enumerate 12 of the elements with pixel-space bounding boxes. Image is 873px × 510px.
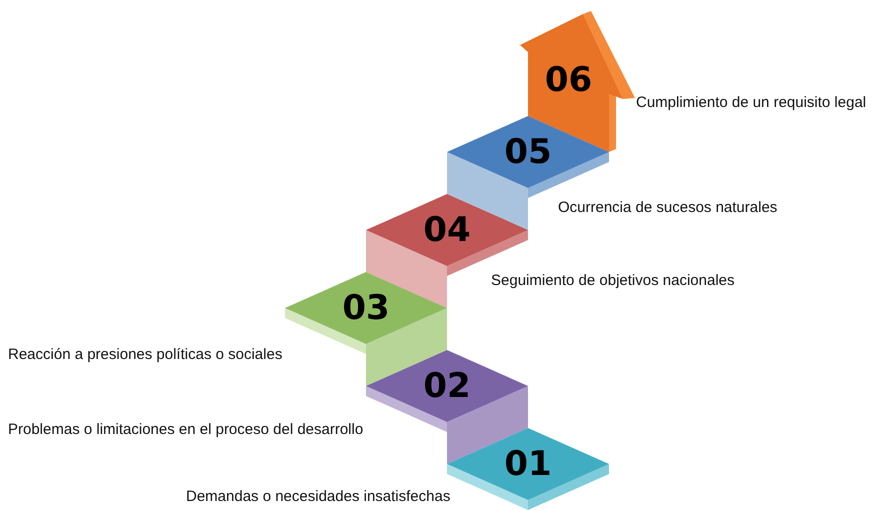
step-number: 06 <box>544 63 592 97</box>
step-description: Reacción a presiones políticas o sociales <box>8 346 282 364</box>
step-number: 02 <box>423 369 471 403</box>
step-description: Ocurrencia de sucesos naturales <box>558 199 778 217</box>
step-description: Demandas o necesidades insatisfechas <box>186 488 450 506</box>
step-description: Seguimiento de objetivos nacionales <box>491 272 734 290</box>
step-description: Cumplimiento de un requisito legal <box>636 94 866 112</box>
step-description: Problemas o limitaciones en el proceso del desarrollo <box>8 421 364 439</box>
step-number: 04 <box>423 213 471 247</box>
step-number: 01 <box>504 447 552 481</box>
step-number: 05 <box>504 135 552 169</box>
step-number: 03 <box>342 291 390 325</box>
